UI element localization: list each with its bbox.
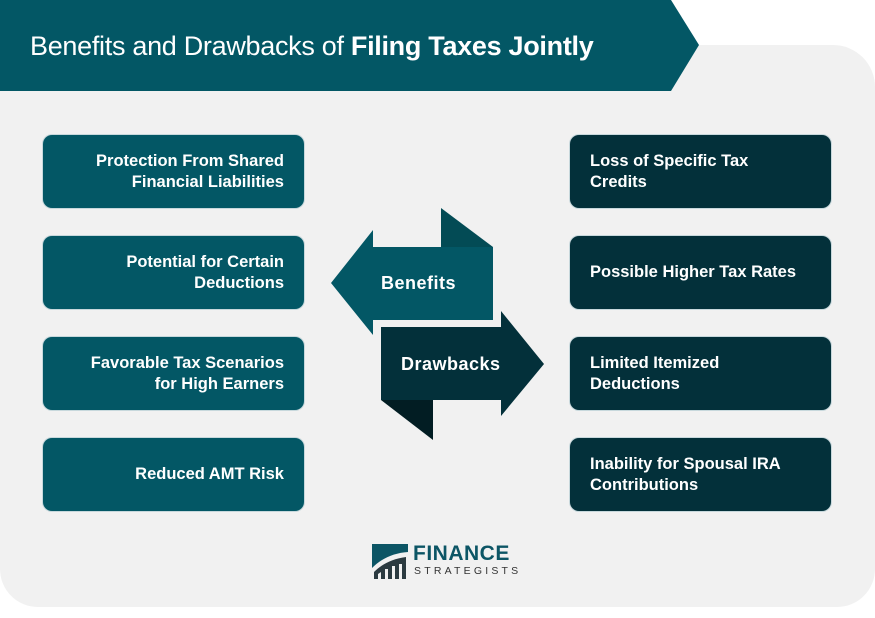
benefit-text: Potential for Certain bbox=[126, 252, 284, 271]
benefit-text: Deductions bbox=[194, 273, 284, 292]
title-banner: Benefits and Drawbacks of Filing Taxes J… bbox=[0, 0, 700, 91]
benefit-text: for High Earners bbox=[154, 374, 284, 393]
benefit-item: Potential for Certain Deductions bbox=[43, 236, 304, 309]
drawback-text: Limited Itemized bbox=[590, 353, 720, 372]
drawback-text: Contributions bbox=[590, 475, 699, 494]
logo-text-strategists: STRATEGISTS bbox=[414, 565, 522, 577]
title-bold: Filing Taxes Jointly bbox=[350, 31, 594, 61]
logo-mark-icon bbox=[372, 544, 408, 579]
banner-shape bbox=[0, 0, 699, 91]
drawback-item: Possible Higher Tax Rates bbox=[570, 236, 831, 309]
title-light: Benefits and Drawbacks of bbox=[30, 31, 351, 61]
logo-text-finance: FINANCE bbox=[413, 542, 510, 565]
drawbacks-arrow-label: Drawbacks bbox=[401, 354, 501, 374]
drawback-text: Possible Higher Tax Rates bbox=[590, 263, 797, 281]
arrows-graphic: Benefits Drawbacks bbox=[320, 200, 560, 450]
drawback-item: Inability for Spousal IRA Contributions bbox=[570, 438, 831, 511]
drawback-text: Loss of Specific Tax bbox=[590, 151, 749, 170]
benefit-text: Reduced AMT Risk bbox=[135, 465, 284, 483]
benefit-text: Financial Liabilities bbox=[131, 172, 284, 191]
drawback-text: Credits bbox=[590, 172, 647, 191]
drawback-item: Limited Itemized Deductions bbox=[570, 337, 831, 410]
benefit-text: Protection From Shared bbox=[96, 151, 284, 170]
benefit-item: Protection From Shared Financial Liabili… bbox=[43, 135, 304, 208]
page-title: Benefits and Drawbacks of Filing Taxes J… bbox=[30, 26, 594, 66]
benefit-item: Favorable Tax Scenarios for High Earners bbox=[43, 337, 304, 410]
benefit-text: Favorable Tax Scenarios bbox=[90, 353, 284, 372]
benefits-arrow-label: Benefits bbox=[381, 273, 457, 293]
double-arrow-icon bbox=[331, 208, 544, 440]
drawback-item: Loss of Specific Tax Credits bbox=[570, 135, 831, 208]
drawback-text: Deductions bbox=[590, 374, 680, 393]
benefit-item: Reduced AMT Risk bbox=[43, 438, 304, 511]
drawback-text: Inability for Spousal IRA bbox=[590, 454, 781, 473]
finance-strategists-logo: FINANCE STRATEGISTS bbox=[372, 542, 518, 581]
